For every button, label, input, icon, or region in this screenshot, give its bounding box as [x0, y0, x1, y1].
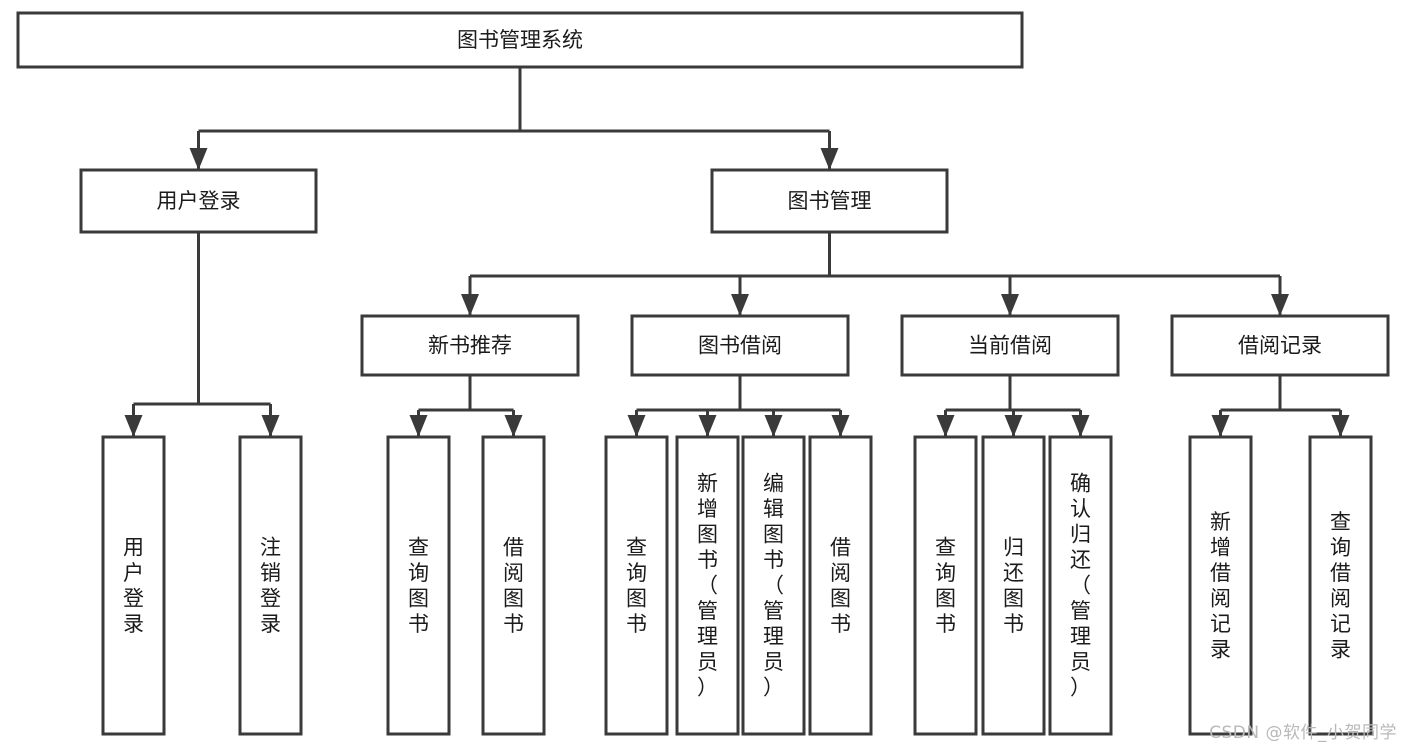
arrow-head-icon — [627, 415, 646, 437]
node-leaf-query-borrow-record-label: 查询借阅记录 — [1330, 510, 1351, 662]
node-leaf-query-book-3-label: 查询图书 — [935, 535, 956, 636]
node-leaf-query-borrow-record-box[interactable] — [1308, 435, 1373, 736]
node-leaf-user-login[interactable]: 用户登录 — [101, 435, 166, 736]
arrow-head-icon — [1004, 415, 1023, 437]
arrow-head-icon — [261, 415, 280, 437]
node-book-manage-label: 图书管理 — [788, 189, 872, 213]
arrow-head-icon — [409, 415, 428, 437]
node-leaf-user-login-label: 用户登录 — [123, 535, 144, 636]
node-leaf-edit-book-admin-box[interactable] — [741, 435, 806, 736]
node-leaf-add-book-admin-label: 新增图书（管理员） — [697, 472, 718, 700]
node-leaf-query-book-1[interactable]: 查询图书 — [386, 435, 451, 736]
node-leaf-query-book-2-label: 查询图书 — [626, 535, 647, 636]
node-leaf-confirm-return-admin-box[interactable] — [1048, 435, 1113, 736]
arrow-head-icon — [698, 415, 717, 437]
node-leaf-add-borrow-record-box[interactable] — [1188, 435, 1253, 736]
node-leaf-add-borrow-record[interactable]: 新增借阅记录 — [1188, 435, 1253, 736]
node-book-manage-box[interactable] — [710, 168, 949, 234]
node-leaf-query-borrow-record[interactable]: 查询借阅记录 — [1308, 435, 1373, 736]
arrow-head-icon — [461, 294, 479, 316]
node-leaf-borrow-book-1-label: 借阅图书 — [503, 535, 524, 636]
node-leaf-borrow-book-2[interactable]: 借阅图书 — [808, 435, 873, 736]
node-book-borrow-label: 图书借阅 — [698, 334, 782, 358]
arrow-head-icon — [764, 415, 783, 437]
node-current-borrow-label: 当前借阅 — [968, 334, 1052, 358]
node-new-book-recommend-box[interactable] — [360, 314, 580, 377]
node-current-borrow-box[interactable] — [900, 314, 1120, 377]
arrow-head-icon — [731, 294, 749, 316]
node-leaf-query-book-2[interactable]: 查询图书 — [604, 435, 669, 736]
node-leaf-borrow-book-1-box[interactable] — [481, 435, 546, 736]
node-leaf-user-logout[interactable]: 注销登录 — [238, 435, 303, 736]
node-leaf-return-book-box[interactable] — [981, 435, 1046, 736]
node-leaf-query-book-1-label: 查询图书 — [408, 535, 429, 636]
node-borrow-record[interactable]: 借阅记录 — [1170, 314, 1390, 377]
arrow-head-icon — [189, 148, 208, 170]
node-leaf-edit-book-admin[interactable]: 编辑图书（管理员） — [741, 435, 806, 736]
node-leaf-query-book-2-box[interactable] — [604, 435, 669, 736]
node-leaf-borrow-book-2-label: 借阅图书 — [830, 535, 851, 636]
node-book-borrow[interactable]: 图书借阅 — [630, 314, 850, 377]
node-leaf-borrow-book-1[interactable]: 借阅图书 — [481, 435, 546, 736]
node-user-login-box[interactable] — [79, 168, 318, 234]
node-book-borrow-box[interactable] — [630, 314, 850, 377]
node-leaf-return-book[interactable]: 归还图书 — [981, 435, 1046, 736]
node-leaf-query-book-1-box[interactable] — [386, 435, 451, 736]
node-user-login[interactable]: 用户登录 — [79, 168, 318, 234]
arrow-head-icon — [820, 148, 839, 170]
arrow-head-icon — [1001, 294, 1019, 316]
node-leaf-user-login-box[interactable] — [101, 435, 166, 736]
node-leaf-user-logout-box[interactable] — [238, 435, 303, 736]
connector-layer — [124, 67, 1350, 437]
node-new-book-recommend[interactable]: 新书推荐 — [360, 314, 580, 377]
node-leaf-borrow-book-2-box[interactable] — [808, 435, 873, 736]
node-leaf-confirm-return-admin[interactable]: 确认归还（管理员） — [1048, 435, 1113, 736]
node-leaf-add-book-admin[interactable]: 新增图书（管理员） — [675, 435, 740, 736]
arrow-head-icon — [1271, 294, 1289, 316]
node-user-login-label: 用户登录 — [157, 189, 241, 213]
node-root[interactable]: 图书管理系统 — [16, 11, 1024, 69]
arrow-head-icon — [831, 415, 850, 437]
node-layer: 图书管理系统用户登录图书管理新书推荐图书借阅当前借阅借阅记录用户登录注销登录查询… — [16, 11, 1390, 736]
arrow-head-icon — [124, 415, 143, 437]
arrow-head-icon — [1331, 415, 1350, 437]
node-leaf-confirm-return-admin-label: 确认归还（管理员） — [1070, 472, 1091, 700]
node-leaf-user-logout-label: 注销登录 — [260, 535, 281, 636]
node-leaf-edit-book-admin-label: 编辑图书（管理员） — [763, 472, 784, 700]
node-leaf-query-book-3-box[interactable] — [913, 435, 978, 736]
node-leaf-add-book-admin-box[interactable] — [675, 435, 740, 736]
node-current-borrow[interactable]: 当前借阅 — [900, 314, 1120, 377]
arrow-head-icon — [1211, 415, 1230, 437]
node-borrow-record-box[interactable] — [1170, 314, 1390, 377]
node-leaf-query-book-3[interactable]: 查询图书 — [913, 435, 978, 736]
watermark-text: CSDN @软件_小贺同学 — [1209, 723, 1397, 743]
node-root-box[interactable] — [16, 11, 1024, 69]
node-leaf-return-book-label: 归还图书 — [1003, 535, 1024, 636]
node-new-book-recommend-label: 新书推荐 — [428, 334, 512, 358]
arrow-head-icon — [504, 415, 523, 437]
arrow-head-icon — [1071, 415, 1090, 437]
arrow-head-icon — [936, 415, 955, 437]
node-leaf-add-borrow-record-label: 新增借阅记录 — [1210, 510, 1231, 662]
node-borrow-record-label: 借阅记录 — [1238, 334, 1322, 358]
node-book-manage[interactable]: 图书管理 — [710, 168, 949, 234]
node-root-label: 图书管理系统 — [457, 28, 583, 52]
